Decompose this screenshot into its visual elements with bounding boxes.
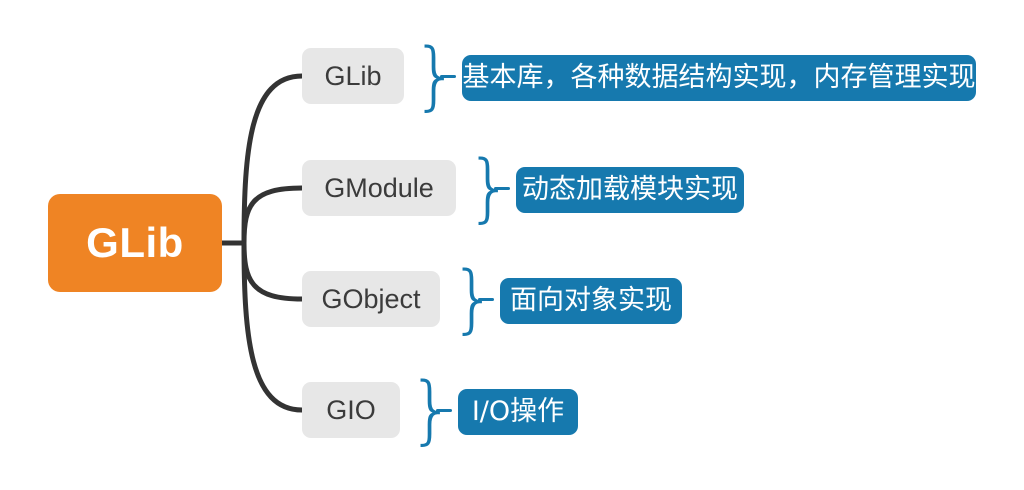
branch-node-gio[interactable]: GIO: [302, 382, 400, 438]
description-box-gobject[interactable]: 面向对象实现: [500, 278, 682, 324]
brace-tail-glib: [440, 75, 456, 78]
branch-node-label: GModule: [324, 172, 434, 203]
root-node-glib[interactable]: GLib: [48, 194, 222, 292]
connector-branch-glib: [241, 73, 305, 246]
branch-node-glib[interactable]: GLib: [302, 48, 404, 104]
brace-tail-gobject: [478, 298, 494, 301]
description-box-gio[interactable]: I/O操作: [458, 389, 578, 435]
description-label: 基本库，各种数据结构实现，内存管理实现: [462, 62, 976, 94]
description-label: I/O操作: [471, 396, 565, 428]
branch-node-gobject[interactable]: GObject: [302, 271, 440, 327]
connector-branch-gmodule: [241, 185, 305, 246]
description-label: 面向对象实现: [510, 285, 672, 317]
description-box-gmodule[interactable]: 动态加载模块实现: [516, 167, 744, 213]
root-node-label: GLib: [86, 219, 184, 266]
description-label: 动态加载模块实现: [522, 174, 738, 206]
brace-tail-gio: [436, 409, 452, 412]
branch-node-label: GIO: [326, 394, 376, 425]
branch-node-label: GObject: [321, 283, 421, 314]
description-box-glib[interactable]: 基本库，各种数据结构实现，内存管理实现: [462, 55, 976, 101]
connector-branch-gio: [241, 240, 305, 413]
branch-node-label: GLib: [324, 60, 382, 91]
branch-node-gmodule[interactable]: GModule: [302, 160, 456, 216]
brace-tail-gmodule: [494, 187, 510, 190]
connector-branch-gobject: [241, 240, 305, 302]
